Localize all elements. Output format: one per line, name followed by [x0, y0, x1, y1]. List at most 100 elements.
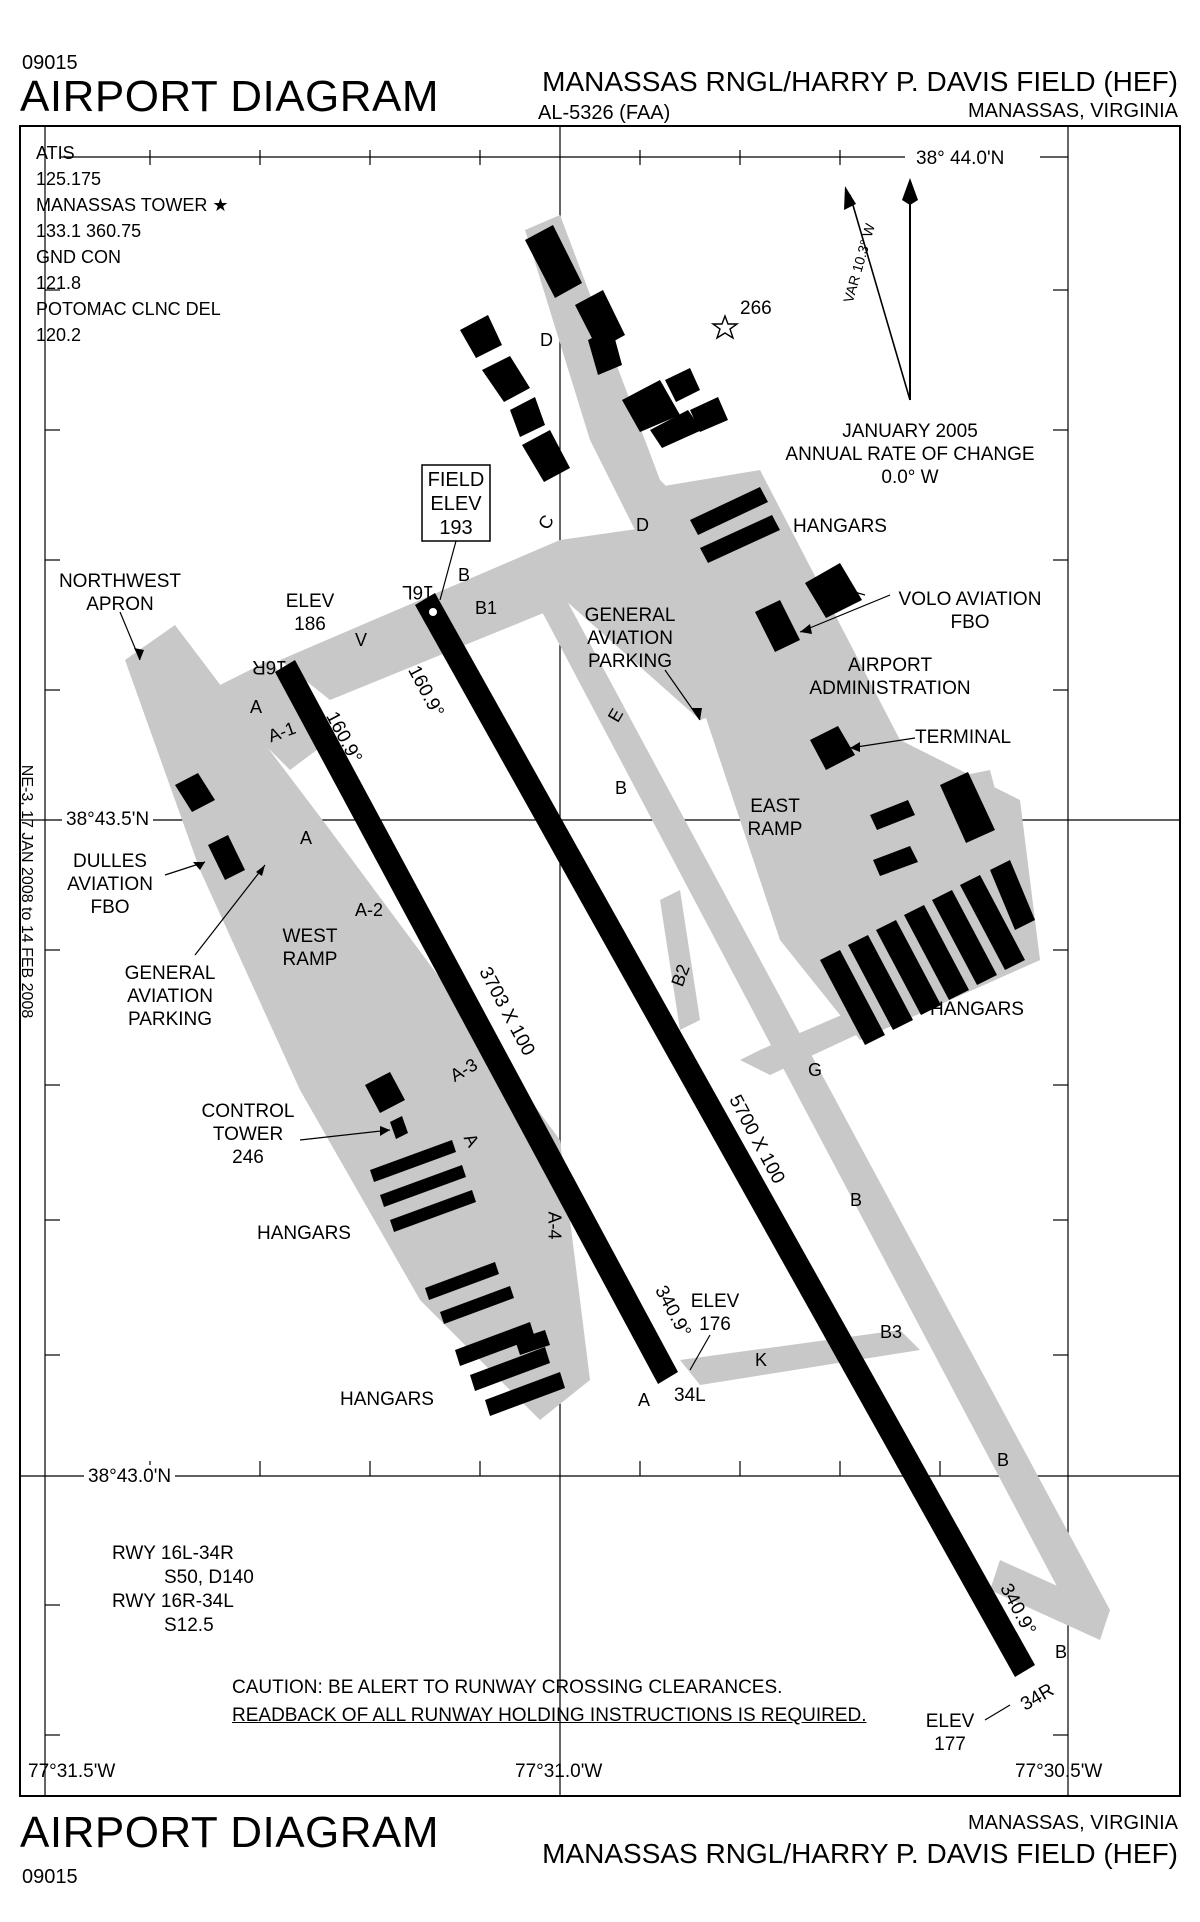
control-tower-line-1: CONTROL: [201, 1101, 295, 1122]
caution-note: CAUTION: BE ALERT TO RUNWAY CROSSING CLE…: [232, 1674, 867, 1730]
east-ramp-label: EAST RAMP: [740, 795, 810, 841]
rwy-strength-2-title: RWY 16R-34L: [112, 1591, 234, 1612]
ga-parking-central-line-1: GENERAL: [584, 605, 676, 626]
twy-v: V: [355, 630, 368, 650]
hangars-e-label: HANGARS: [930, 999, 1024, 1020]
twy-a-end: A: [638, 1390, 651, 1410]
hangars-s-label: HANGARS: [340, 1389, 434, 1410]
twy-b1: B1: [475, 598, 498, 618]
footer-location: MANASSAS, VIRGINIA: [967, 1812, 1178, 1834]
rwy-strength-2-value: S12.5: [164, 1615, 214, 1636]
nw-apron-line-2: APRON: [86, 594, 154, 615]
twy-b-mid: B: [615, 778, 628, 798]
footer-airport-name: MANASSAS RNGL/HARRY P. DAVIS FIELD (HEF): [542, 1838, 1178, 1869]
doc-id: AL-5326 (FAA): [538, 102, 671, 124]
twy-a2: A-2: [355, 900, 384, 920]
twy-d-south: D: [636, 515, 649, 535]
east-ramp-line-1: EAST: [750, 796, 800, 817]
obstacle-elev: 266: [740, 298, 772, 319]
freq-atis: 125.175: [36, 169, 102, 189]
freq-clnc-label: POTOMAC CLNC DEL: [36, 299, 221, 319]
field-elev-line-2: ELEV: [430, 493, 482, 515]
rwy-34l-label: 34L: [674, 1385, 706, 1406]
west-ramp-line-1: WEST: [282, 926, 338, 947]
caution-line-1: CAUTION: BE ALERT TO RUNWAY CROSSING CLE…: [232, 1677, 783, 1698]
dulles-fbo-line-3: FBO: [90, 897, 130, 918]
runway-16l-34r: [415, 593, 1035, 1677]
freq-clnc: 120.2: [36, 325, 82, 345]
dulles-fbo-line-1: DULLES: [73, 851, 147, 872]
elev-34r: ELEV 177: [925, 1710, 975, 1756]
variation-info: JANUARY 2005 ANNUAL RATE OF CHANGE 0.0° …: [775, 420, 1045, 489]
elev-34r-value: 177: [934, 1734, 966, 1755]
lat-top-label: 38° 44.0'N: [912, 147, 1009, 170]
leader-lines: [119, 587, 1011, 1721]
freq-tower-label: MANASSAS TOWER ★: [36, 195, 229, 215]
frequencies-block: ATIS 125.175 MANASSAS TOWER ★ 133.1 360.…: [36, 140, 229, 348]
chart-code: 09015: [22, 52, 78, 74]
chart-title: AIRPORT DIAGRAM: [20, 72, 440, 121]
elev-34l-value: 176: [699, 1314, 731, 1335]
elev-16r: ELEV 186: [285, 590, 335, 636]
hangars-n-label: HANGARS: [793, 516, 887, 537]
control-tower-label: CONTROL TOWER 246: [198, 1100, 298, 1169]
freq-gnd: 121.8: [36, 273, 82, 293]
runway-strength: RWY 16L-34R S50, D140 RWY 16R-34L S12.5: [112, 1542, 254, 1638]
twy-b-east: B: [850, 1190, 863, 1210]
runway-16r-34l: [275, 660, 678, 1384]
buildings: [175, 225, 1035, 1416]
dulles-fbo-label: DULLES AVIATION FBO: [60, 850, 160, 919]
elev-34l: ELEV 176: [690, 1290, 740, 1336]
twy-b3: B3: [880, 1322, 903, 1342]
elev-16r-value: 186: [294, 614, 326, 635]
obstacle-star: [710, 314, 740, 340]
lat-bottom-label: 38°43.0'N: [84, 1465, 176, 1488]
footer-title: AIRPORT DIAGRAM: [20, 1808, 440, 1857]
elev-16r-label: ELEV: [285, 591, 335, 612]
hangars-sw-label: HANGARS: [257, 1223, 351, 1244]
dulles-fbo-line-2: AVIATION: [67, 874, 153, 895]
field-elev-box: [421, 464, 491, 542]
footer-code: 09015: [22, 1866, 78, 1888]
ga-parking-west-label: GENERAL AVIATION PARKING: [115, 962, 225, 1031]
twy-k: K: [755, 1350, 768, 1370]
rwy-strength-1-title: RWY 16L-34R: [112, 1543, 234, 1564]
map-frame: [19, 125, 1181, 1797]
west-ramp-line-2: RAMP: [282, 949, 338, 970]
airport-location: MANASSAS, VIRGINIA: [967, 100, 1178, 122]
twy-b-end: B: [1055, 1642, 1068, 1662]
twy-d-north: D: [540, 330, 553, 350]
twy-b-north: B: [458, 565, 471, 585]
twy-b-south: B: [997, 1450, 1010, 1470]
caution-line-2: READBACK OF ALL RUNWAY HOLDING INSTRUCTI…: [232, 1705, 867, 1726]
airport-admin-label: AIRPORT ADMINISTRATION: [805, 654, 975, 700]
volo-fbo-line-2: FBO: [950, 612, 990, 633]
twy-a-mid: A: [300, 828, 313, 848]
airport-admin-line-1: AIRPORT: [847, 655, 933, 676]
elev-34r-label: ELEV: [925, 1711, 975, 1732]
ga-parking-central-line-3: PARKING: [587, 651, 673, 672]
volo-fbo-line-1: VOLO AVIATION: [898, 589, 1042, 610]
lat-mid-label: 38°43.5'N: [62, 808, 154, 831]
west-ramp-label: WEST RAMP: [270, 925, 350, 971]
lon-mid-label: 77°31.0'W: [515, 1761, 603, 1782]
ga-parking-central-line-2: AVIATION: [587, 628, 673, 649]
field-elev-line-3: 193: [439, 517, 473, 539]
volo-fbo-label: VOLO AVIATION FBO: [890, 588, 1050, 634]
field-elev: FIELD ELEV 193: [422, 468, 490, 540]
east-ramp-line-2: RAMP: [747, 819, 803, 840]
airport-admin-line-2: ADMINISTRATION: [809, 678, 971, 699]
elev-34l-label: ELEV: [690, 1291, 740, 1312]
ga-parking-central-label: GENERAL AVIATION PARKING: [575, 604, 685, 673]
freq-tower: 133.1 360.75: [36, 221, 142, 241]
control-tower-line-3: 246: [232, 1147, 264, 1168]
effective-dates: NE-3, 17 JAN 2008 to 14 FEB 2008: [18, 764, 36, 1019]
lon-right-label: 77°30.5'W: [1015, 1761, 1103, 1782]
airport-name: MANASSAS RNGL/HARRY P. DAVIS FIELD (HEF): [542, 66, 1178, 97]
nw-apron-label: NORTHWEST APRON: [55, 570, 185, 616]
control-tower-line-2: TOWER: [212, 1124, 284, 1145]
lon-left-label: 77°31.5'W: [28, 1761, 116, 1782]
variation-rate: 0.0° W: [881, 467, 939, 488]
freq-gnd-label: GND CON: [36, 247, 121, 267]
